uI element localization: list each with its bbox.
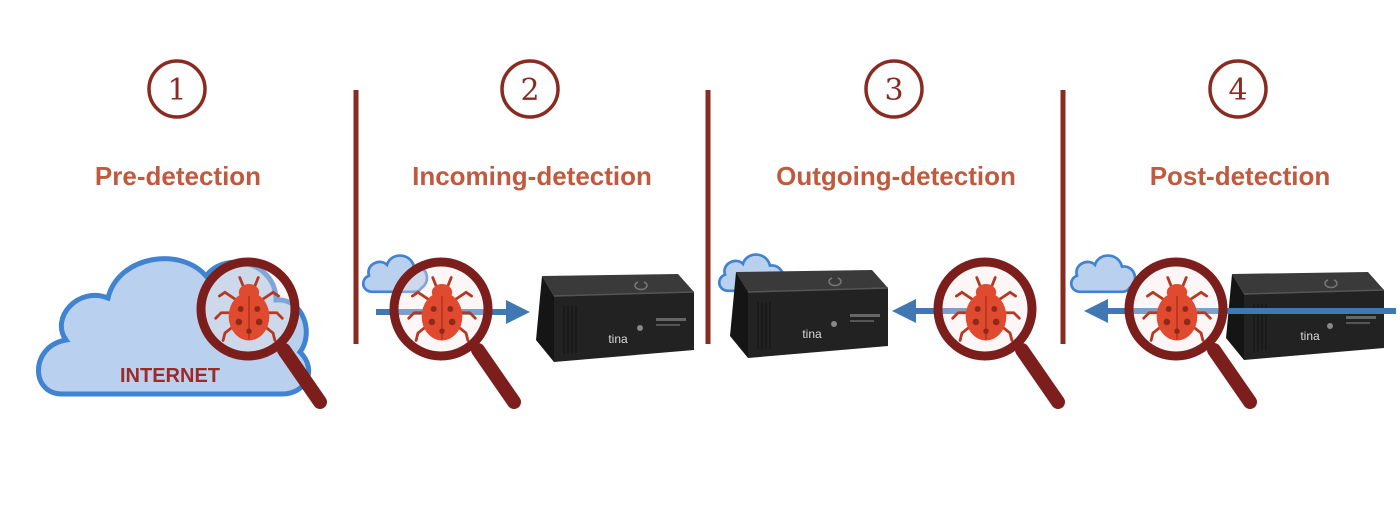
stage-number-circles: 1 2 3 4 bbox=[147, 59, 1268, 119]
stage-1-illustration: INTERNET bbox=[36, 256, 327, 409]
stage-number-2-text: 2 bbox=[520, 73, 539, 108]
stage-4-illustration: tina bbox=[1069, 254, 1396, 409]
stage-number-4-text: 4 bbox=[1228, 73, 1247, 108]
device-icon bbox=[729, 269, 889, 359]
internet-label: INTERNET bbox=[120, 365, 220, 387]
device-icon bbox=[1225, 271, 1385, 361]
stage-number-2: 2 bbox=[500, 59, 560, 119]
cloud-icon bbox=[1069, 254, 1137, 294]
stage-title-4: Post-detection bbox=[1150, 161, 1331, 191]
device-icon bbox=[535, 273, 695, 363]
stage-2-illustration: tina bbox=[361, 254, 695, 409]
stage-number-3: 3 bbox=[864, 59, 924, 119]
stage-3-illustration: tina bbox=[717, 253, 1065, 409]
device-brand-label: tina bbox=[608, 332, 628, 346]
stage-number-1-text: 1 bbox=[167, 73, 186, 108]
stage-title-2: Incoming-detection bbox=[412, 161, 652, 191]
stage-number-3-text: 3 bbox=[884, 73, 903, 108]
arrow-icon bbox=[1084, 299, 1396, 323]
stage-titles: Pre-detection Incoming-detection Outgoin… bbox=[95, 161, 1330, 191]
device-brand-label: tina bbox=[1300, 329, 1320, 343]
stage-dividers bbox=[353, 90, 1066, 344]
stage-number-1: 1 bbox=[147, 59, 207, 119]
stage-title-3: Outgoing-detection bbox=[776, 161, 1016, 191]
stage-title-1: Pre-detection bbox=[95, 161, 261, 191]
stage-number-4: 4 bbox=[1208, 59, 1268, 119]
device-brand-label: tina bbox=[802, 327, 822, 341]
